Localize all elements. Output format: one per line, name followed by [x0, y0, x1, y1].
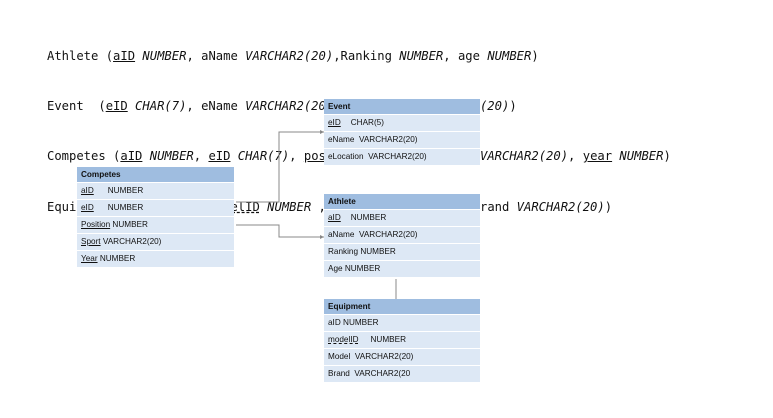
- event-table: Event eID CHAR(5) eName VARCHAR2(20) eLoc…: [324, 99, 480, 166]
- schema-segment: CHAR(7): [230, 149, 290, 164]
- schema-segment: , aName: [186, 48, 246, 63]
- equipment-row-brand: Brand VARCHAR2(20: [324, 366, 480, 383]
- schema-segment: , eName: [186, 98, 246, 113]
- equipment-table-title: Equipment: [324, 299, 480, 315]
- field-type: CHAR(5): [350, 118, 384, 127]
- field-type: NUMBER: [107, 186, 144, 195]
- schema-segment: , age: [443, 48, 488, 63]
- equipment-table: Equipment aID NUMBER modelID NUMBER Model…: [324, 299, 480, 383]
- schema-segment: CHAR(7): [127, 98, 187, 113]
- event-row-elocation: eLocation VARCHAR2(20): [324, 149, 480, 166]
- schema-segment: ): [531, 48, 539, 63]
- competes-athlete-arrowhead: [320, 235, 324, 239]
- equipment-row-modelid: modelID NUMBER: [324, 332, 480, 349]
- field-type: VARCHAR2(20): [368, 152, 427, 161]
- equipment-row-model: Model VARCHAR2(20): [324, 349, 480, 366]
- schema-segment: ,Ranking: [333, 48, 400, 63]
- competes-event-arrowhead: [320, 130, 324, 134]
- field-name: aID: [328, 318, 341, 327]
- schema-segment: eID: [208, 149, 231, 164]
- competes-table: Competes aID NUMBER eID NUMBER Position NU…: [77, 167, 234, 268]
- schema-segment: VARCHAR2(20): [245, 98, 334, 113]
- field-type: NUMBER: [343, 318, 379, 327]
- field-name: Model: [328, 352, 351, 361]
- event-row-eid: eID CHAR(5): [324, 115, 480, 132]
- equipment-row-aid: aID NUMBER: [324, 315, 480, 332]
- field-type: NUMBER: [107, 203, 144, 212]
- athlete-table-title: Athlete: [324, 194, 480, 210]
- event-row-ename: eName VARCHAR2(20): [324, 132, 480, 149]
- field-type: NUMBER: [370, 335, 406, 344]
- field-type: NUMBER: [350, 213, 387, 222]
- schema-segment: ): [604, 199, 613, 214]
- field-name: eID: [328, 118, 341, 127]
- field-name: eLocation: [328, 152, 364, 161]
- schema-segment: eID: [105, 98, 128, 113]
- field-type: VARCHAR2(20): [358, 230, 418, 239]
- field-name: Ranking: [328, 247, 359, 256]
- schema-segment: NUMBER: [612, 149, 664, 164]
- field-name: Brand: [328, 369, 350, 378]
- schema-segment: NUMBER: [399, 48, 444, 63]
- schema-segment: NUMBER: [142, 149, 194, 164]
- field-type: VARCHAR2(20): [354, 352, 414, 361]
- schema-segment: Competes (: [47, 149, 121, 164]
- field-type: VARCHAR2(20): [102, 237, 162, 246]
- schema-segment: aID: [113, 48, 136, 63]
- competes-row-year: Year NUMBER: [77, 251, 234, 268]
- field-name: aID: [81, 186, 94, 195]
- athlete-row-ranking: Ranking NUMBER: [324, 244, 480, 261]
- athlete-table: Athlete aID NUMBER aName VARCHAR2(20) Ran…: [324, 194, 480, 278]
- athlete-row-aid: aID NUMBER: [324, 210, 480, 227]
- schema-segment: NUMBER: [487, 48, 532, 63]
- field-type: NUMBER: [360, 247, 396, 256]
- schema-segment: ,: [193, 149, 209, 164]
- field-name: aName: [328, 230, 355, 239]
- schema-segment: VARCHAR2(20): [516, 199, 605, 214]
- athlete-row-aname: aName VARCHAR2(20): [324, 227, 480, 244]
- field-name: modelID: [328, 335, 359, 344]
- event-table-title: Event: [324, 99, 480, 115]
- field-name: eID: [81, 203, 94, 212]
- schema-segment: Athlete (: [47, 48, 114, 63]
- schema-segment: year: [582, 149, 613, 164]
- field-type: NUMBER: [112, 220, 148, 229]
- competes-row-aid: aID NUMBER: [77, 183, 234, 200]
- field-name: Position: [81, 220, 111, 229]
- competes-row-sport: Sport VARCHAR2(20): [77, 234, 234, 251]
- field-name: Age: [328, 264, 343, 273]
- athlete-row-age: Age NUMBER: [324, 261, 480, 278]
- field-name: Sport: [81, 237, 101, 246]
- field-type: VARCHAR2(20: [354, 369, 411, 378]
- schema-segment: VARCHAR2(20): [472, 149, 569, 164]
- schema-segment: ,: [568, 149, 583, 164]
- schema-segment: NUMBER: [135, 48, 187, 63]
- schema-segment: NUMBER: [259, 199, 312, 214]
- competes-event-connector: [236, 131, 324, 203]
- competes-row-position: Position NUMBER: [77, 217, 234, 234]
- schema-segment: ): [509, 98, 517, 113]
- field-type: VARCHAR2(20): [358, 135, 418, 144]
- schema-segment: ,: [289, 149, 304, 164]
- competes-athlete-connector: [236, 224, 324, 238]
- field-type: NUMBER: [99, 254, 136, 263]
- schema-segment: VARCHAR2(20): [245, 48, 334, 63]
- field-name: aID: [328, 213, 341, 222]
- schema-segment: ): [663, 149, 671, 164]
- schema-line-athlete: Athlete (aID NUMBER, aName VARCHAR2(20),…: [47, 48, 671, 65]
- competes-row-eid: eID NUMBER: [77, 200, 234, 217]
- competes-table-title: Competes: [77, 167, 234, 183]
- schema-segment: Event (: [47, 98, 106, 113]
- field-name: Year: [81, 254, 98, 263]
- schema-segment: aID: [120, 149, 143, 164]
- field-name: eName: [328, 135, 355, 144]
- field-type: NUMBER: [344, 264, 381, 273]
